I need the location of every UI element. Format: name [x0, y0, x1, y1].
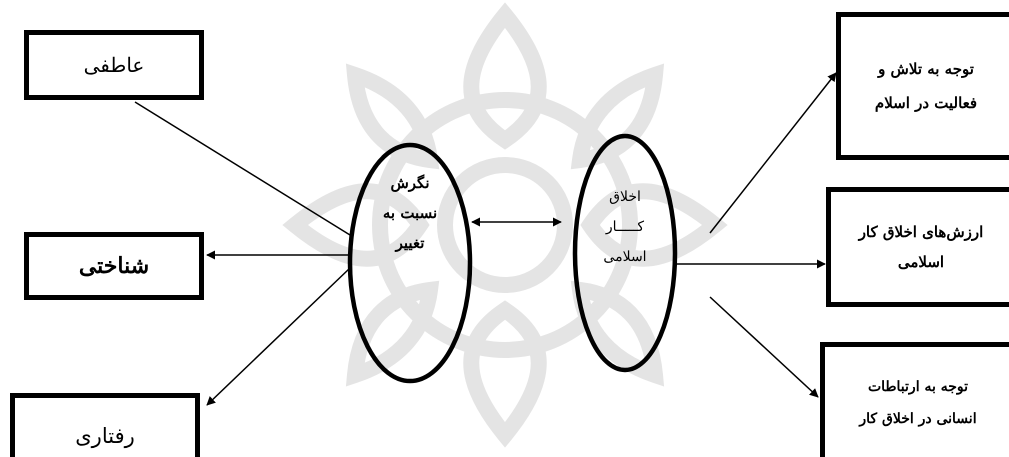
- attitude-oval-text: نگرش نسبت به تغییر: [375, 168, 445, 258]
- emotional-label: عاطفی: [83, 53, 145, 77]
- watermark-ornament: [282, 2, 728, 448]
- behavioral-box: رفتاری: [10, 393, 200, 457]
- effort-box: توجه به تلاش و فعالیت در اسلام: [836, 12, 1009, 160]
- arrow-to-effort: [709, 72, 837, 234]
- attitude-line-1: نگرش: [390, 174, 430, 192]
- ethics-line-1: اخلاق: [609, 189, 641, 205]
- attitude-line-4: تغییر: [395, 234, 425, 252]
- ethics-oval-text: اخلاق کـــــار اسلامی: [590, 182, 660, 272]
- cognitive-label: شناختی: [78, 253, 150, 279]
- effort-line-2: فعالیت در اسلام: [874, 94, 978, 112]
- ethics-line-3: اسلامی: [603, 249, 647, 265]
- values-box: ارزش‌های اخلاق کار اسلامی: [826, 187, 1009, 307]
- ethics-oval: [572, 133, 678, 373]
- connector-emotional: [134, 101, 351, 236]
- emotional-box: عاطفی: [24, 30, 204, 100]
- attitude-line-2: نسبت: [400, 204, 438, 222]
- ethics-line-2: کـــــار: [605, 219, 645, 235]
- relations-line-1: توجه به ارتباطات: [867, 379, 969, 395]
- arrow-to-relations: [709, 296, 819, 398]
- arrow-to-behavioral: [206, 267, 351, 406]
- behavioral-label: رفتاری: [75, 424, 135, 448]
- cognitive-box: شناختی: [24, 232, 204, 300]
- relations-box: توجه به ارتباطات انسانی در اخلاق کار: [820, 342, 1009, 457]
- values-line-2: اسلامی: [897, 253, 945, 271]
- attitude-oval: [347, 142, 473, 384]
- values-line-1: ارزش‌های اخلاق کار: [858, 223, 984, 241]
- effort-line-1: توجه به تلاش و: [878, 60, 974, 78]
- attitude-line-3: به: [382, 204, 396, 222]
- relations-line-2: انسانی در اخلاق کار: [859, 411, 977, 427]
